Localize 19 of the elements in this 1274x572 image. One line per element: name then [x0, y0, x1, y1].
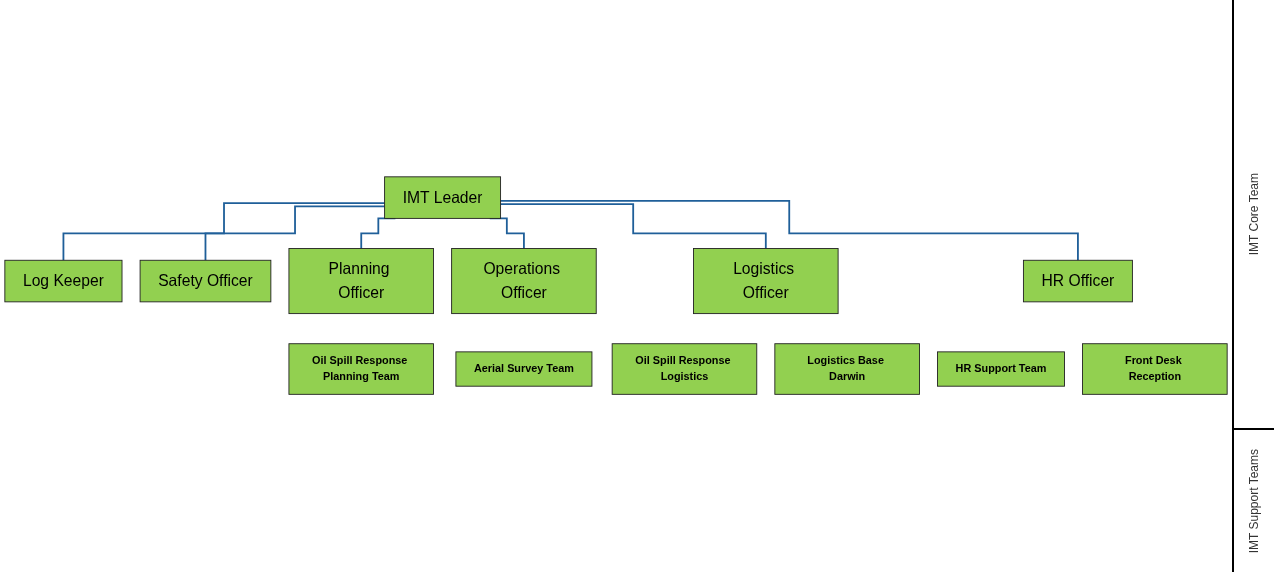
node-box: HR Support Team	[937, 351, 1065, 388]
node-box: Log Keeper	[4, 260, 123, 303]
node-box: Operations Officer	[451, 248, 597, 315]
node-box: Oil Spill Response Logistics	[611, 343, 758, 396]
connector	[62, 202, 386, 262]
team-tier-label: IMT Support Teams	[1247, 448, 1261, 553]
connector	[204, 205, 386, 262]
connector	[499, 203, 767, 250]
node-box: Safety Officer	[139, 260, 272, 303]
node-box: IMT Leader	[384, 176, 501, 220]
node-box: Oil Spill Response Planning Team	[288, 343, 434, 396]
team-tier-label: IMT Core Team	[1247, 172, 1261, 255]
node-box: Logistics Base Darwin	[774, 343, 920, 396]
connector	[499, 200, 1079, 262]
node-box: Logistics Officer	[693, 248, 839, 315]
node-box: Aerial Survey Team	[455, 351, 593, 388]
node-box: HR Officer	[1022, 260, 1133, 303]
node-box: Front Desk Reception	[1082, 343, 1228, 396]
node-box: Planning Officer	[288, 248, 434, 315]
